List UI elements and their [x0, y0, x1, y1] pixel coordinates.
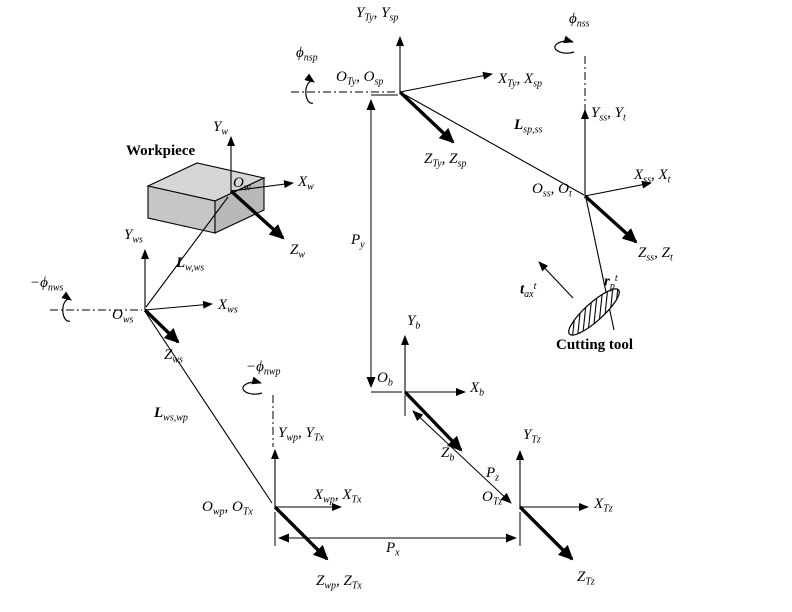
link-ws-wp-line: [145, 312, 273, 504]
cutting-tool: [538, 261, 620, 336]
nsp-rotation-arrow-icon: [304, 73, 315, 104]
dimensions: [274, 94, 521, 546]
label-x-b: Xb: [470, 380, 485, 399]
label-l-w-ws: Lw,ws: [176, 255, 205, 274]
label-x-ty-sp: XTy, Xsp: [498, 71, 543, 90]
ss-z-axis-arrow: [583, 194, 638, 244]
cutting-tool-caption: Cutting tool: [556, 337, 634, 353]
link-w-ws-line: [145, 196, 229, 308]
pz-dimension-line: [412, 410, 512, 504]
label-z-ss-t: Zss, Zt: [638, 245, 673, 264]
label-o-ss-t: Oss, Ot: [532, 181, 572, 200]
label-x-tz: XTz: [594, 496, 613, 515]
label-y-wp-tx: Ywp, YTx: [278, 425, 324, 444]
w-z-axis-arrow: [229, 189, 285, 240]
label-x-w: Xw: [298, 174, 314, 193]
b-z-axis-arrow: [403, 390, 463, 452]
frame-ws: [141, 249, 213, 344]
label-y-ty-sp: YTy, Ysp: [356, 5, 399, 24]
label-o-tz: OTz: [482, 489, 503, 508]
frame-wp: [271, 449, 342, 561]
label-y-w: Yw: [213, 119, 229, 138]
label-o-ty-sp: OTy, Osp: [336, 69, 384, 88]
label-x-wp-tx: Xwp, XTx: [314, 487, 362, 506]
label-z-b: Zb: [441, 445, 455, 464]
label-o-wp-tx: Owp, OTx: [202, 499, 253, 518]
label-l-sp-ss: Lsp,ss: [514, 117, 543, 136]
label-o-w: Ow: [233, 175, 251, 194]
sp-z-axis-arrow: [398, 90, 455, 144]
label-x-ss-t: Xss, Xt: [634, 167, 671, 186]
label-o-ws: Ows: [112, 307, 134, 326]
label-p-z: Pz: [486, 465, 500, 484]
nws-rotation-arrow-icon: [61, 291, 72, 322]
label-y-ws: Yws: [124, 227, 143, 246]
label-z-w: Zw: [290, 242, 306, 261]
label-r-p-t: rpt: [604, 273, 618, 292]
label-neg-phi-nwp: −ϕnwp: [246, 359, 281, 378]
frame-links: [145, 91, 615, 504]
label-o-b: Ob: [377, 370, 393, 389]
label-p-y: Py: [351, 232, 365, 251]
label-neg-phi-nws: −ϕnws: [30, 275, 64, 294]
label-z-wp-tx: Zwp, ZTx: [316, 573, 362, 592]
label-x-ws: Xws: [218, 297, 238, 316]
ws-z-axis-arrow: [143, 308, 180, 344]
label-y-b: Yb: [407, 313, 421, 332]
workpiece-caption: Workpiece: [126, 143, 196, 159]
ss-x-axis-arrow: [584, 180, 652, 197]
label-p-x: Px: [386, 540, 400, 559]
label-y-ss-t: Yss, Yt: [591, 105, 626, 124]
frame-b: [401, 335, 466, 452]
nss-rotation-arrow-icon: [554, 35, 575, 54]
workpiece-side-face: [214, 177, 265, 234]
sp-x-axis-arrow: [399, 71, 493, 93]
w-x-axis-arrow: [230, 180, 294, 192]
label-l-ws-wp: Lws,wp: [154, 405, 188, 424]
link-sp-ss-line: [399, 91, 585, 196]
workpiece-block: [146, 162, 266, 234]
tool-axis-arrow: [538, 261, 574, 299]
label-z-tz: ZTz: [577, 569, 595, 588]
label-phi-nss: ϕnss: [569, 11, 590, 30]
label-phi-nsp: ϕnsp: [296, 45, 318, 64]
ws-x-axis-arrow: [144, 300, 213, 311]
label-z-ty-sp: ZTy, Zsp: [424, 151, 467, 170]
label-y-tz: YTz: [523, 427, 541, 446]
frame-ss: [581, 109, 652, 244]
label-z-ws: Zws: [164, 347, 183, 366]
frame-w: [227, 136, 294, 240]
nwp-rotation-arrow-icon: [242, 376, 263, 395]
cutting-tool-body: [568, 288, 620, 336]
frame-tz: [516, 450, 589, 561]
frame-sp: [396, 36, 493, 144]
wp-z-axis-arrow: [273, 505, 329, 561]
tz-z-axis-arrow: [518, 505, 574, 561]
label-t-ax-t: taxt: [520, 281, 537, 300]
